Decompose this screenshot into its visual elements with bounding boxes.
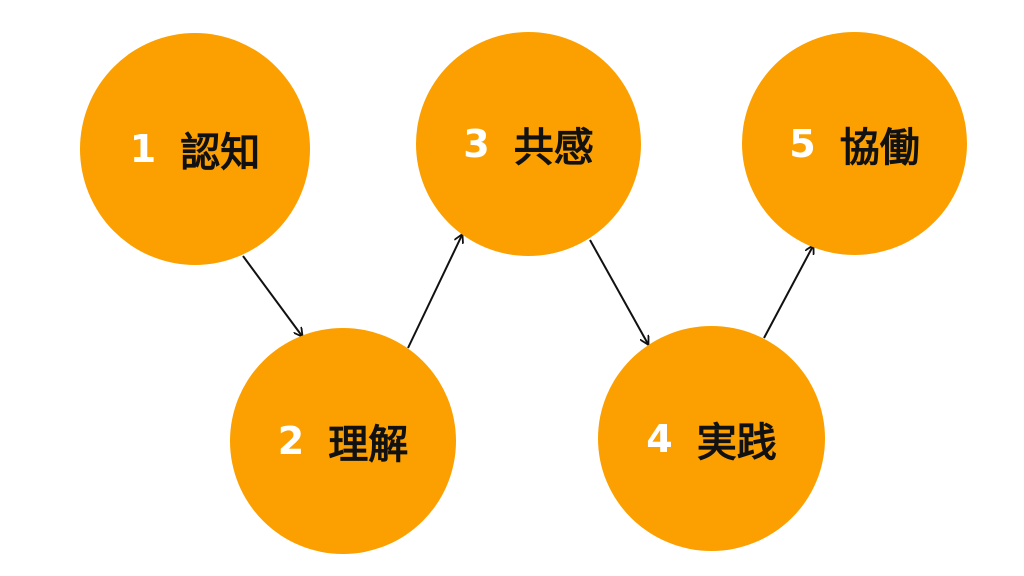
step-number: 5 [789,121,816,166]
step-number: 2 [277,419,305,463]
step-3-circle: 3 共感 [416,32,641,256]
step-number: 4 [646,416,673,461]
step-number: 1 [129,127,157,171]
arrow-4-to-5 [763,246,813,339]
step-label: 共感 [513,125,594,171]
arrow-1-to-2 [242,255,302,336]
step-label: 協働 [839,124,920,171]
step-4-circle: 4 実践 [598,326,825,551]
step-label: 理解 [328,422,409,468]
step-number: 3 [463,122,490,166]
step-1-circle: 1 認知 [80,33,310,265]
step-5-circle: 5 協働 [742,32,967,255]
arrow-2-to-3 [407,235,462,349]
arrow-3-to-4 [589,239,648,344]
step-2-circle: 2 理解 [230,328,456,554]
step-label: 認知 [180,130,261,176]
step-label: 実践 [696,419,777,466]
